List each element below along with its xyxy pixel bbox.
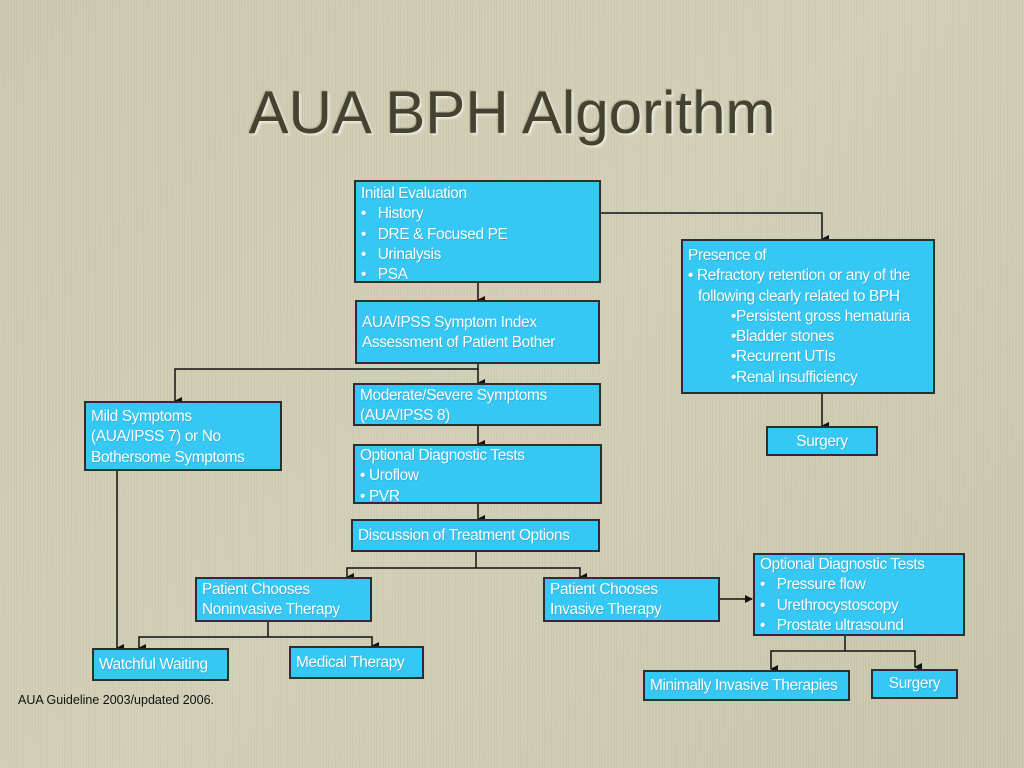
bullet-item: • Pressure flow (760, 576, 866, 594)
initial-evaluation-heading: Initial Evaluation (361, 185, 467, 202)
bullet-item: • Urinalysis (361, 245, 441, 263)
moderate-severe-line: (AUA/IPSS 8) (360, 407, 450, 425)
box-optional-tests-1: Optional Diagnostic Tests • Uroflow • PV… (353, 444, 602, 505)
mild-symptoms-line: Mild Symptoms (91, 408, 192, 425)
box-watchful-waiting: Watchful Waiting (92, 648, 229, 681)
noninvasive-line: Patient Chooses (202, 581, 310, 598)
bullet-item: • PVR (360, 487, 400, 505)
arrow-tests-to-surgery (845, 650, 922, 671)
surgery-label: Surgery (796, 433, 848, 450)
bullet-item: • History (361, 205, 424, 223)
box-optional-tests-2: Optional Diagnostic Tests • Pressure flo… (753, 553, 965, 636)
optional-tests-heading: Optional Diagnostic Tests (760, 556, 925, 573)
bullet-item: • PSA (361, 266, 408, 284)
bullet-item: • Urethrocystoscopy (760, 596, 899, 614)
watchful-waiting-label: Watchful Waiting (99, 656, 208, 673)
arrow-noninvasive-to-medical (268, 636, 379, 650)
arrow-noninvasive-to-watchful (138, 636, 268, 652)
box-surgery-bottom: Surgery (871, 669, 958, 699)
box-presence-of: Presence of • Refractory retention or an… (681, 239, 935, 394)
footnote-citation: AUA Guideline 2003/updated 2006. (18, 693, 214, 707)
slide-title: AUA BPH Algorithm (248, 79, 776, 146)
invasive-line: Invasive Therapy (550, 601, 662, 619)
box-moderate-severe: Moderate/Severe Symptoms (AUA/IPSS 8) (353, 383, 601, 426)
symptom-index-line: AUA/IPSS Symptom Index (362, 314, 537, 331)
sub-bullet-item: •Renal insufficiency (731, 368, 858, 386)
sub-bullet-item: •Recurrent UTIs (731, 348, 836, 366)
arrow-index-to-mild (174, 368, 478, 405)
box-initial-evaluation: Initial Evaluation • History • DRE & Foc… (354, 180, 601, 283)
surgery-label: Surgery (888, 675, 941, 692)
presence-item-line: following clearly related to BPH (698, 287, 900, 305)
symptom-index-line: Assessment of Patient Bother (362, 334, 555, 352)
discussion-label: Discussion of Treatment Options (358, 527, 570, 544)
invasive-line: Patient Chooses (550, 581, 658, 598)
arrow-discussion-to-invasive (476, 567, 587, 581)
box-minimally-invasive: Minimally Invasive Therapies (643, 670, 850, 701)
box-discussion: Discussion of Treatment Options (351, 519, 600, 552)
box-mild-symptoms: Mild Symptoms (AUA/IPSS 7) or No Bothers… (84, 401, 282, 471)
moderate-severe-line: Moderate/Severe Symptoms (360, 387, 547, 404)
arrow-tests-to-minimally (770, 650, 845, 673)
mild-symptoms-line: Bothersome Symptoms (91, 448, 245, 466)
presence-item-line: • Refractory retention or any of the (688, 267, 910, 285)
sub-bullet-item: •Persistent gross hematuria (731, 307, 910, 325)
box-noninvasive: Patient Chooses Noninvasive Therapy (195, 577, 372, 622)
bullet-item: • DRE & Focused PE (361, 225, 508, 243)
mild-symptoms-line: (AUA/IPSS 7) or No (91, 428, 221, 446)
arrow-initial-to-presence (601, 212, 829, 243)
medical-therapy-label: Medical Therapy (296, 654, 405, 671)
box-symptom-index: AUA/IPSS Symptom Index Assessment of Pat… (355, 300, 600, 364)
sub-bullet-item: •Bladder stones (731, 328, 834, 346)
optional-tests-heading: Optional Diagnostic Tests (360, 447, 525, 464)
bullet-item: • Prostate ultrasound (760, 616, 904, 634)
presence-heading: Presence of (688, 247, 767, 264)
bullet-item: • Uroflow (360, 467, 419, 485)
box-invasive: Patient Chooses Invasive Therapy (543, 577, 720, 622)
box-surgery-top: Surgery (766, 426, 878, 456)
arrow-discussion-to-noninvasive (346, 567, 476, 581)
minimally-invasive-label: Minimally Invasive Therapies (650, 677, 838, 694)
box-medical-therapy: Medical Therapy (289, 646, 424, 679)
noninvasive-line: Noninvasive Therapy (202, 601, 340, 619)
